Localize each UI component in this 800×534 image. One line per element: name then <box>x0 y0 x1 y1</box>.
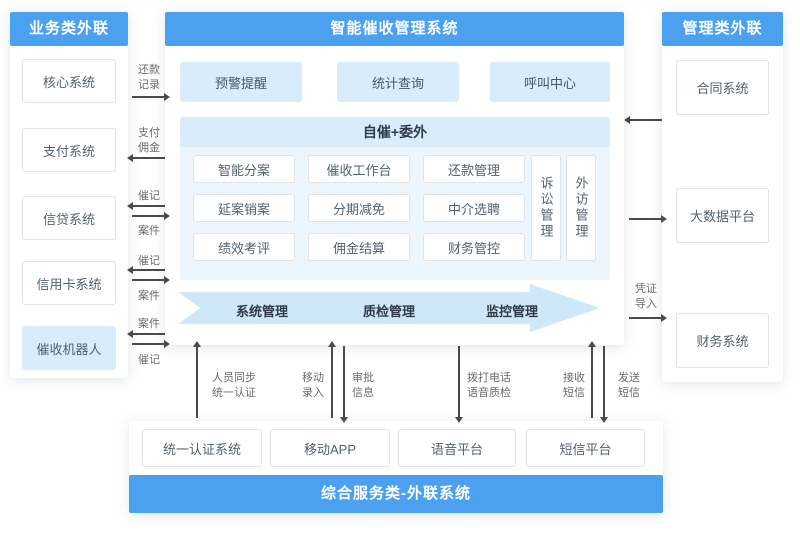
process-system-mgmt-label: 系统管理 <box>235 304 288 319</box>
arrow-left-commission <box>127 154 165 162</box>
module-workbench-box: 催收工作台 <box>308 155 410 183</box>
credit-system-box: 信贷系统 <box>22 196 116 240</box>
arrow-right-case-card <box>132 276 170 284</box>
send-sms-label: 发送 短信 <box>618 372 640 400</box>
arrow-up-auth <box>193 341 201 418</box>
bigdata-platform-box: 大数据平台 <box>676 188 769 243</box>
arrow-down-voice <box>455 346 463 423</box>
voice-platform-box: 语音平台 <box>398 429 516 467</box>
arrow-left-contract <box>624 116 662 124</box>
self-outsource-title: 自催+委外 <box>180 117 610 147</box>
module-smart-assign-box: 智能分案 <box>193 155 295 183</box>
mobile-entry-label: 移动 录入 <box>302 372 324 400</box>
cuiji-label-robot: 催记 <box>138 354 160 366</box>
process-arrow <box>178 284 600 332</box>
dial-voice-qc-label: 拨打电话 语音质检 <box>467 372 511 400</box>
arrow-right-bigdata <box>629 215 667 223</box>
arrow-right-cuiji-robot <box>132 340 170 348</box>
finance-system-box: 财务系统 <box>676 313 769 368</box>
arrow-down-approval <box>340 346 348 423</box>
arrow-left-cuiji-card <box>127 266 165 274</box>
arrow-right-case-credit <box>132 212 170 220</box>
case-label-robot: 案件 <box>138 318 160 330</box>
feature-warning-box: 预警提醒 <box>180 62 302 102</box>
arrow-right-repayment <box>132 93 170 101</box>
process-monitor-mgmt-label: 监控管理 <box>485 304 538 319</box>
auth-system-box: 统一认证系统 <box>142 429 262 467</box>
approval-info-label: 审批 信息 <box>352 372 374 400</box>
left-panel-header: 业务类外联 <box>10 12 128 46</box>
arrow-left-case-robot <box>127 330 165 338</box>
module-installment-box: 分期减免 <box>308 194 410 222</box>
sms-platform-box: 短信平台 <box>526 429 645 467</box>
arrow-up-mobile-entry <box>328 341 336 418</box>
module-agency-box: 中介选聘 <box>423 194 525 222</box>
arrow-right-voucher <box>629 314 667 322</box>
module-performance-box: 绩效考评 <box>193 233 295 261</box>
module-commission-box: 佣金结算 <box>308 233 410 261</box>
module-repayment-box: 还款管理 <box>423 155 525 183</box>
receive-sms-label: 接收 短信 <box>563 372 585 400</box>
module-litigation-box: 诉讼管理 <box>531 155 561 261</box>
core-system-box: 核心系统 <box>22 59 116 103</box>
module-defer-close-box: 延案销案 <box>193 194 295 222</box>
module-field-visit-box: 外访管理 <box>566 155 596 261</box>
case-label-card: 案件 <box>138 290 160 302</box>
mobile-app-box: 移动APP <box>270 429 390 467</box>
pay-commission-label: 支付 佣金 <box>138 127 160 155</box>
repayment-record-label: 还款 记录 <box>138 64 160 92</box>
arrow-up-receive-sms <box>588 341 596 418</box>
voucher-import-label: 凭证 导入 <box>635 283 657 311</box>
staff-sync-auth-label: 人员同步 统一认证 <box>212 372 256 400</box>
contract-system-box: 合同系统 <box>676 60 769 115</box>
main-panel-header: 智能催收管理系统 <box>165 12 624 46</box>
collection-robot-box: 催收机器人 <box>22 326 116 370</box>
feature-statistics-box: 统计查询 <box>337 62 459 102</box>
feature-callcenter-box: 呼叫中心 <box>490 62 610 102</box>
arrow-down-send-sms <box>600 346 608 423</box>
case-label-credit: 案件 <box>138 225 160 237</box>
payment-system-box: 支付系统 <box>22 128 116 172</box>
cuiji-label-card: 催记 <box>138 255 160 267</box>
arrow-left-cuiji-credit <box>127 202 165 210</box>
right-panel-header: 管理类外联 <box>662 12 783 46</box>
credit-card-system-box: 信用卡系统 <box>22 261 116 305</box>
process-quality-mgmt-label: 质检管理 <box>362 304 415 319</box>
cuiji-label-credit: 催记 <box>138 190 160 202</box>
bottom-panel-header: 综合服务类-外联系统 <box>129 475 663 513</box>
module-finance-control-box: 财务管控 <box>423 233 525 261</box>
